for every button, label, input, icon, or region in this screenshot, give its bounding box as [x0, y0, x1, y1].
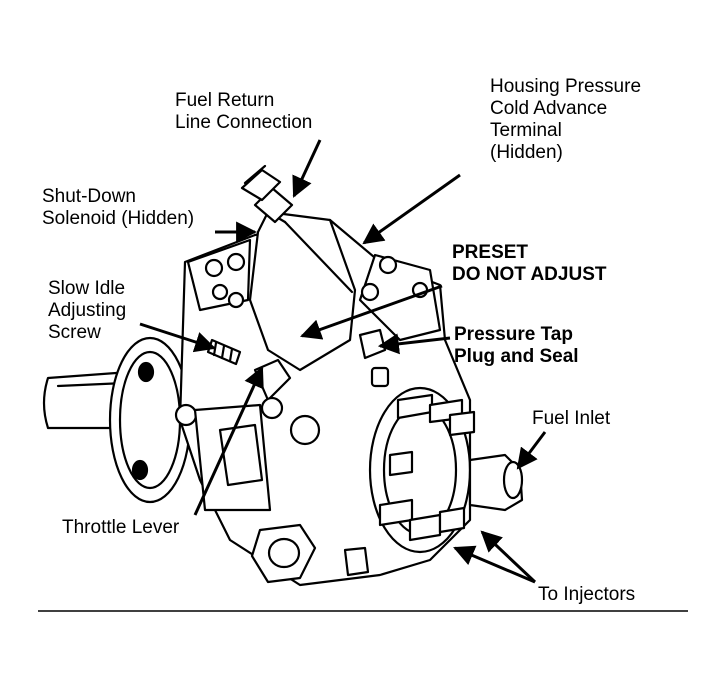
- pressure-tap-arrow: [377, 333, 451, 355]
- pressure-tap-label: Pressure Tap Plug and Seal: [454, 324, 579, 368]
- fuel-return-label: Fuel Return Line Connection: [175, 90, 312, 134]
- preset-line-2: DO NOT ADJUST: [452, 264, 607, 285]
- housing-pressure-label: Housing Pressure Cold Advance Terminal (…: [490, 76, 641, 164]
- throttle-lever-arrow: [193, 366, 264, 516]
- to-injectors-label: To Injectors: [538, 584, 636, 605]
- fuel-inlet-label: Fuel Inlet: [532, 408, 611, 429]
- preset-line-1: PRESET: [452, 242, 529, 263]
- slow-idle-line-2: Adjusting: [48, 300, 127, 321]
- throttle-lever-label: Throttle Lever: [62, 517, 180, 538]
- fuel-inlet-arrow: [516, 431, 547, 470]
- housing-pressure-line-2: Cold Advance: [490, 98, 608, 119]
- housing-pressure-line-3: Terminal: [490, 120, 562, 141]
- fuel-return-line-1: Fuel Return: [175, 90, 275, 111]
- housing-pressure-line-1: Housing Pressure: [490, 76, 642, 97]
- pressure-tap-line-2: Plug and Seal: [454, 346, 579, 367]
- fuel-return-line-2: Line Connection: [175, 112, 313, 133]
- governor-cover: [248, 210, 357, 372]
- pressure-tap-line-1: Pressure Tap: [454, 324, 573, 345]
- housing-pressure-line-4: (Hidden): [490, 142, 563, 163]
- shut-down-line-2: Solenoid (Hidden): [42, 208, 195, 229]
- slow-idle-arrow: [139, 322, 216, 353]
- shut-down-line-1: Shut-Down: [42, 186, 136, 207]
- throttle-lever-shape: [253, 358, 292, 402]
- preset-label: PRESET DO NOT ADJUST: [452, 242, 606, 286]
- slow-idle-label: Slow Idle Adjusting Screw: [48, 278, 126, 344]
- injector-outlets: [378, 393, 476, 542]
- fuel-return-arrow: [292, 139, 322, 198]
- shut-down-label: Shut-Down Solenoid (Hidden): [42, 186, 194, 230]
- injector-arrow-2: [480, 530, 537, 584]
- housing-pressure-arrow: [362, 173, 461, 245]
- preset-arrow: [300, 284, 443, 340]
- injector-arrow-1: [453, 545, 536, 584]
- slow-idle-line-3: Screw: [48, 322, 101, 343]
- slow-idle-line-1: Slow Idle: [48, 278, 126, 299]
